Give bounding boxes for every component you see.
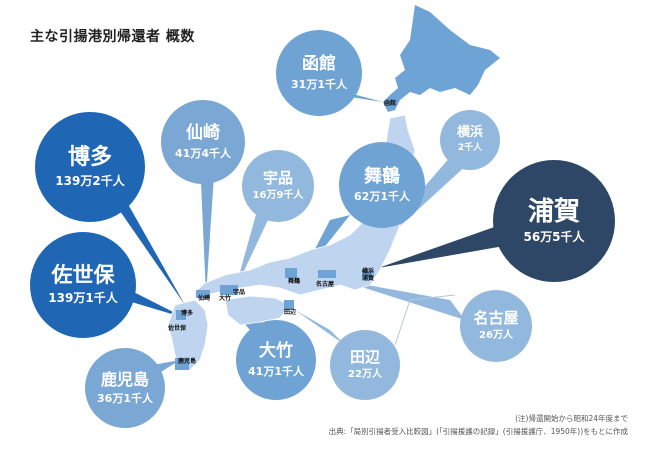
bubble-uraga: 浦賀 56万5千人 xyxy=(493,160,615,282)
bubble-maizuru: 舞鶴 62万1千人 xyxy=(339,142,425,228)
port-value: 16万9千人 xyxy=(252,190,304,202)
note-text: (注)帰還開始から昭和24年度まで xyxy=(515,414,628,423)
bubble-hakata: 博多 139万2千人 xyxy=(35,112,145,222)
map-label-senzaki: 仙崎 xyxy=(198,295,211,302)
port-value: 41万4千人 xyxy=(175,146,231,160)
port-value: 31万1千人 xyxy=(291,77,347,91)
map-label-tanabe: 田辺 xyxy=(284,309,297,316)
port-value: 62万1千人 xyxy=(354,190,410,204)
port-name: 舞鶴 xyxy=(364,165,400,187)
map-label-hakata: 博多 xyxy=(181,310,194,317)
port-value: 26万人 xyxy=(479,330,513,342)
source-text: 出典:「局別引揚者受入比較図」(「引揚援護の記録」(引揚援護庁、1950年))を… xyxy=(328,427,628,436)
port-value: 56万5千人 xyxy=(523,230,585,245)
bubble-kagoshima: 鹿児島 36万1千人 xyxy=(85,348,165,428)
bubble-nagoya: 名古屋 26万人 xyxy=(460,290,532,362)
map-label-maizuru: 舞鶴 xyxy=(288,278,301,285)
port-name: 函館 xyxy=(302,54,336,75)
map-title: 主な引揚港別帰還者 概数 xyxy=(30,29,195,45)
map-label-otake: 大竹 xyxy=(219,295,232,302)
highlighted-prefectures xyxy=(175,268,372,370)
port-name: 仙崎 xyxy=(186,123,220,144)
hokkaido-shape xyxy=(383,5,500,112)
bubble-sasebo: 佐世保 139万1千人 xyxy=(30,232,136,338)
map-label-uraga: 浦賀 xyxy=(362,275,375,282)
port-name: 博多 xyxy=(67,144,112,170)
port-value: 41万1千人 xyxy=(248,364,304,378)
port-value: 139万1千人 xyxy=(48,291,118,306)
map-label-hakodate: 函館 xyxy=(384,100,397,107)
map-label-sasebo: 佐世保 xyxy=(168,325,187,332)
port-name: 鹿児島 xyxy=(100,369,149,389)
port-name: 宇品 xyxy=(262,168,293,187)
port-name: 浦賀 xyxy=(527,196,580,227)
port-value: 22万人 xyxy=(348,369,382,381)
port-name: 名古屋 xyxy=(473,308,519,327)
shikoku-shape xyxy=(224,295,291,326)
map-label-yokohama: 横浜 xyxy=(362,268,375,275)
bubble-yokohama: 横浜 2千人 xyxy=(440,110,500,170)
map-label-nagoya: 名古屋 xyxy=(316,281,335,288)
port-value: 36万1千人 xyxy=(97,392,153,406)
bubble-senzaki: 仙崎 41万4千人 xyxy=(161,100,245,184)
port-name: 佐世保 xyxy=(51,263,115,288)
bubble-ujina: 宇品 16万9千人 xyxy=(242,150,314,222)
port-name: 大竹 xyxy=(259,341,293,362)
bubble-hakodate: 函館 31万1千人 xyxy=(276,30,362,116)
port-name: 田辺 xyxy=(349,347,380,366)
bubble-otake: 大竹 41万1千人 xyxy=(236,320,316,400)
port-name: 横浜 xyxy=(456,125,483,141)
port-value: 139万2千人 xyxy=(55,173,125,188)
footnotes: (注)帰還開始から昭和24年度まで 出典:「局別引揚者受入比較図」(「引揚援護の… xyxy=(329,412,628,438)
bubble-tanabe: 田辺 22万人 xyxy=(330,330,400,400)
map-label-kagoshima: 鹿児島 xyxy=(178,358,197,365)
map-label-ujina: 宇品 xyxy=(233,289,246,296)
port-value: 2千人 xyxy=(457,142,483,153)
